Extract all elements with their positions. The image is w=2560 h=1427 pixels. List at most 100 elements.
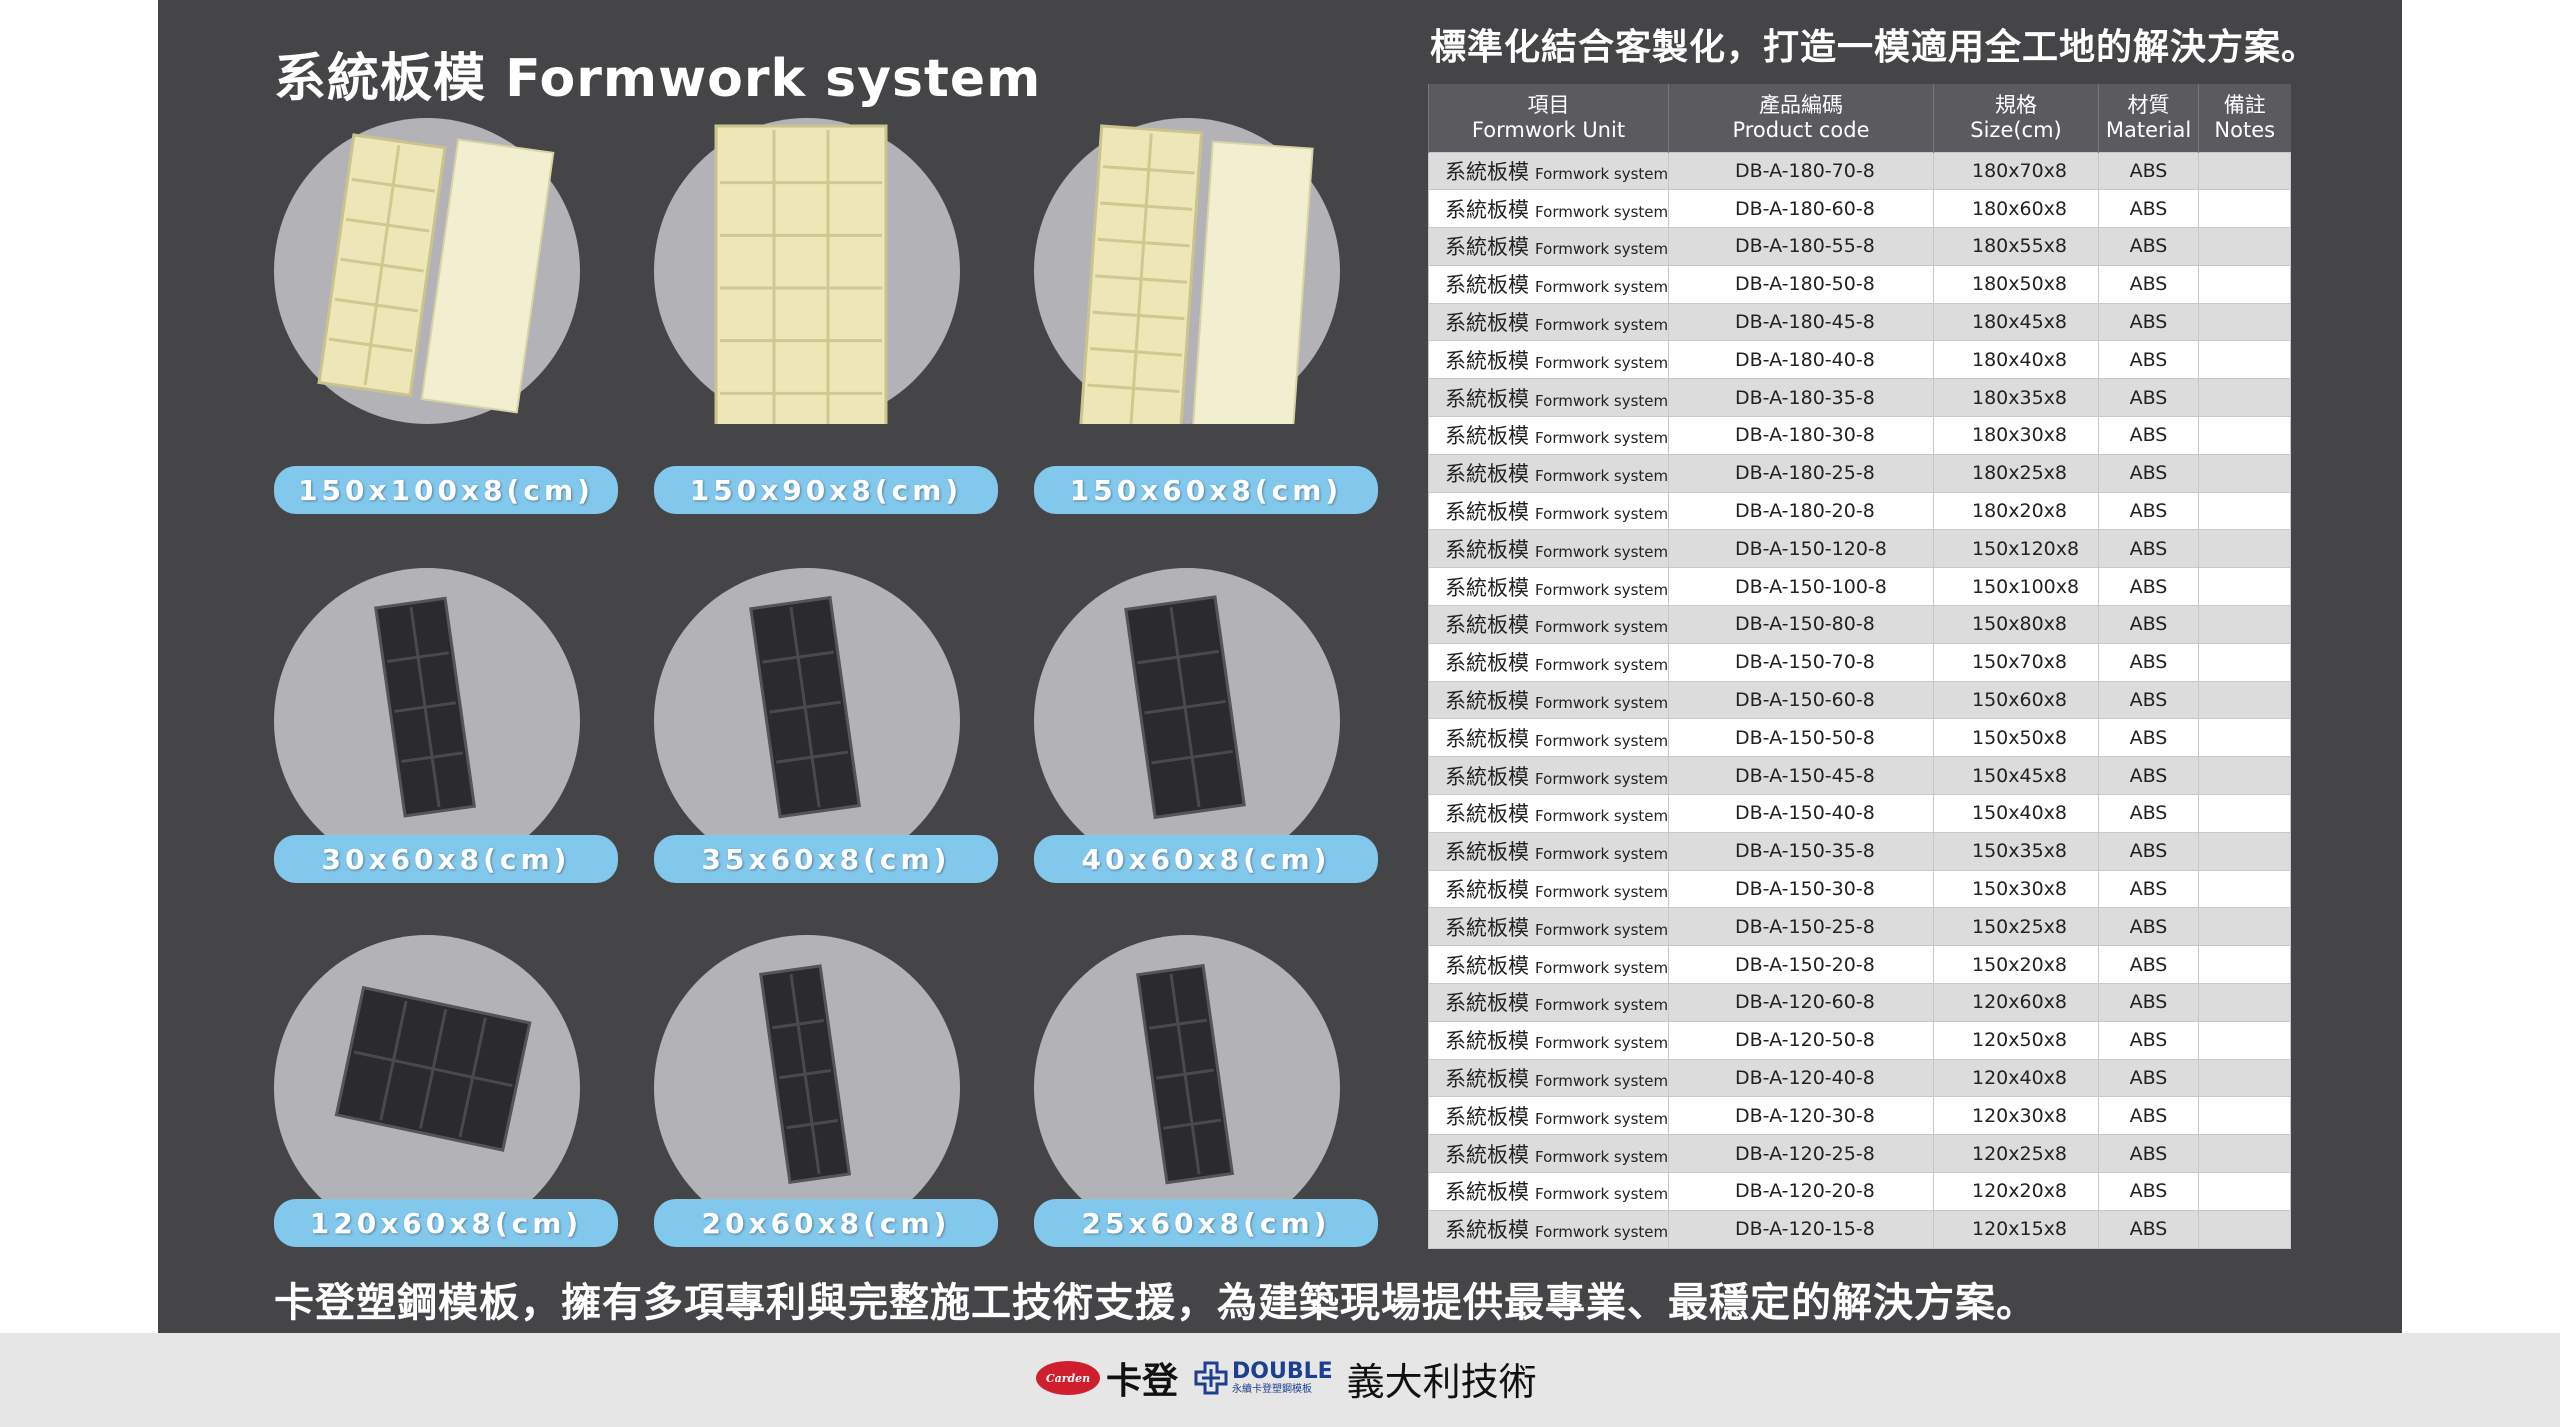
product-card: 30x60x8(cm) bbox=[274, 568, 624, 883]
cell-material: ABS bbox=[2098, 831, 2199, 871]
product-size-label: 20x60x8(cm) bbox=[654, 1199, 998, 1247]
cell-notes bbox=[2198, 983, 2291, 1022]
cell-size: 180x55x8 bbox=[1933, 227, 2099, 266]
page-title: 系統板模 Formwork system bbox=[274, 49, 1042, 109]
cell-notes bbox=[2198, 378, 2291, 418]
cell-product-code: DB-A-120-15-8 bbox=[1668, 1209, 1934, 1249]
item-name-zh: 系統板模 bbox=[1445, 1142, 1529, 1167]
tagline: 標準化結合客製化，打造一模適用全工地的解決方案。 bbox=[1430, 27, 2319, 68]
cell-material: ABS bbox=[2098, 1096, 2199, 1136]
item-name-zh: 系統板模 bbox=[1445, 878, 1529, 903]
product-disc bbox=[654, 935, 960, 1241]
item-name-en: Formwork system bbox=[1535, 958, 1669, 977]
cell-material: ABS bbox=[2098, 869, 2199, 909]
cell-item: 系統板模 Formwork system bbox=[1428, 605, 1669, 644]
cell-item: 系統板模 Formwork system bbox=[1428, 1020, 1669, 1060]
item-name-zh: 系統板模 bbox=[1445, 386, 1529, 411]
product-card: 25x60x8(cm) bbox=[1034, 935, 1384, 1247]
product-disc bbox=[1034, 118, 1340, 424]
cell-product-code: DB-A-150-100-8 bbox=[1668, 567, 1934, 607]
cell-notes bbox=[2198, 605, 2291, 644]
cell-product-code: DB-A-180-20-8 bbox=[1668, 491, 1934, 531]
cell-notes bbox=[2198, 1096, 2291, 1136]
item-name-zh: 系統板模 bbox=[1445, 1180, 1529, 1205]
cell-material: ABS bbox=[2098, 1020, 2199, 1060]
cell-material: ABS bbox=[2098, 264, 2199, 304]
cell-product-code: DB-A-180-70-8 bbox=[1668, 151, 1934, 191]
cell-material: ABS bbox=[2098, 189, 2199, 229]
cell-product-code: DB-A-150-50-8 bbox=[1668, 718, 1934, 758]
cell-size: 150x60x8 bbox=[1933, 680, 2099, 720]
cell-size: 150x45x8 bbox=[1933, 756, 2099, 796]
cell-size: 150x35x8 bbox=[1933, 831, 2099, 871]
product-card: 35x60x8(cm) bbox=[654, 568, 1004, 883]
cell-material: ABS bbox=[2098, 1172, 2199, 1211]
item-name-en: Formwork system bbox=[1535, 807, 1669, 826]
carden-logo: Carden bbox=[1036, 1361, 1100, 1395]
formwork-panel-image bbox=[714, 124, 888, 424]
cell-size: 180x60x8 bbox=[1933, 189, 2099, 229]
cell-item: 系統板模 Formwork system bbox=[1428, 945, 1669, 985]
cell-item: 系統板模 Formwork system bbox=[1428, 189, 1669, 229]
cell-product-code: DB-A-120-40-8 bbox=[1668, 1058, 1934, 1098]
item-name-en: Formwork system bbox=[1535, 202, 1669, 221]
cell-item: 系統板模 Formwork system bbox=[1428, 567, 1669, 607]
cell-notes bbox=[2198, 831, 2291, 871]
formwork-panel-image bbox=[1079, 124, 1314, 424]
cell-item: 系統板模 Formwork system bbox=[1428, 831, 1669, 871]
cell-product-code: DB-A-150-20-8 bbox=[1668, 945, 1934, 985]
cell-product-code: DB-A-120-50-8 bbox=[1668, 1020, 1934, 1060]
cell-product-code: DB-A-150-45-8 bbox=[1668, 756, 1934, 796]
cell-notes bbox=[2198, 340, 2291, 380]
item-name-zh: 系統板模 bbox=[1445, 726, 1529, 751]
column-header-en: Size(cm) bbox=[1970, 117, 2062, 142]
cell-item: 系統板模 Formwork system bbox=[1428, 151, 1669, 191]
cell-item: 系統板模 Formwork system bbox=[1428, 340, 1669, 380]
cell-material: ABS bbox=[2098, 680, 2199, 720]
product-card: 120x60x8(cm) bbox=[274, 935, 624, 1247]
cell-material: ABS bbox=[2098, 529, 2199, 569]
product-disc bbox=[1034, 935, 1340, 1241]
cell-material: ABS bbox=[2098, 642, 2199, 682]
product-card: 150x100x8(cm) bbox=[274, 118, 624, 514]
column-header-zh: 規格 bbox=[1995, 92, 2037, 117]
cell-item: 系統板模 Formwork system bbox=[1428, 1096, 1669, 1136]
product-size-label: 150x100x8(cm) bbox=[274, 466, 618, 514]
cell-size: 150x100x8 bbox=[1933, 567, 2099, 607]
item-name-zh: 系統板模 bbox=[1445, 1104, 1529, 1129]
formwork-panel-image bbox=[749, 595, 861, 819]
cell-product-code: DB-A-180-45-8 bbox=[1668, 302, 1934, 342]
item-name-zh: 系統板模 bbox=[1445, 840, 1529, 865]
item-name-en: Formwork system bbox=[1535, 845, 1669, 864]
item-name-zh: 系統板模 bbox=[1445, 462, 1529, 487]
formwork-panel-image bbox=[759, 964, 852, 1184]
item-name-en: Formwork system bbox=[1535, 996, 1669, 1015]
cell-product-code: DB-A-120-20-8 bbox=[1668, 1172, 1934, 1211]
column-header-zh: 產品編碼 bbox=[1759, 92, 1843, 117]
formwork-panel-image bbox=[374, 596, 477, 818]
footer-bar bbox=[0, 1333, 2560, 1427]
column-header-en: Material bbox=[2105, 117, 2192, 142]
cell-material: ABS bbox=[2098, 1134, 2199, 1174]
cell-size: 120x30x8 bbox=[1933, 1096, 2099, 1136]
cell-item: 系統板模 Formwork system bbox=[1428, 453, 1669, 493]
cell-product-code: DB-A-180-30-8 bbox=[1668, 416, 1934, 455]
cell-product-code: DB-A-150-60-8 bbox=[1668, 680, 1934, 720]
double-subtitle: 永續卡登塑鋼模板 bbox=[1232, 1384, 1313, 1395]
cell-product-code: DB-A-150-70-8 bbox=[1668, 642, 1934, 682]
cell-material: ABS bbox=[2098, 1209, 2199, 1249]
